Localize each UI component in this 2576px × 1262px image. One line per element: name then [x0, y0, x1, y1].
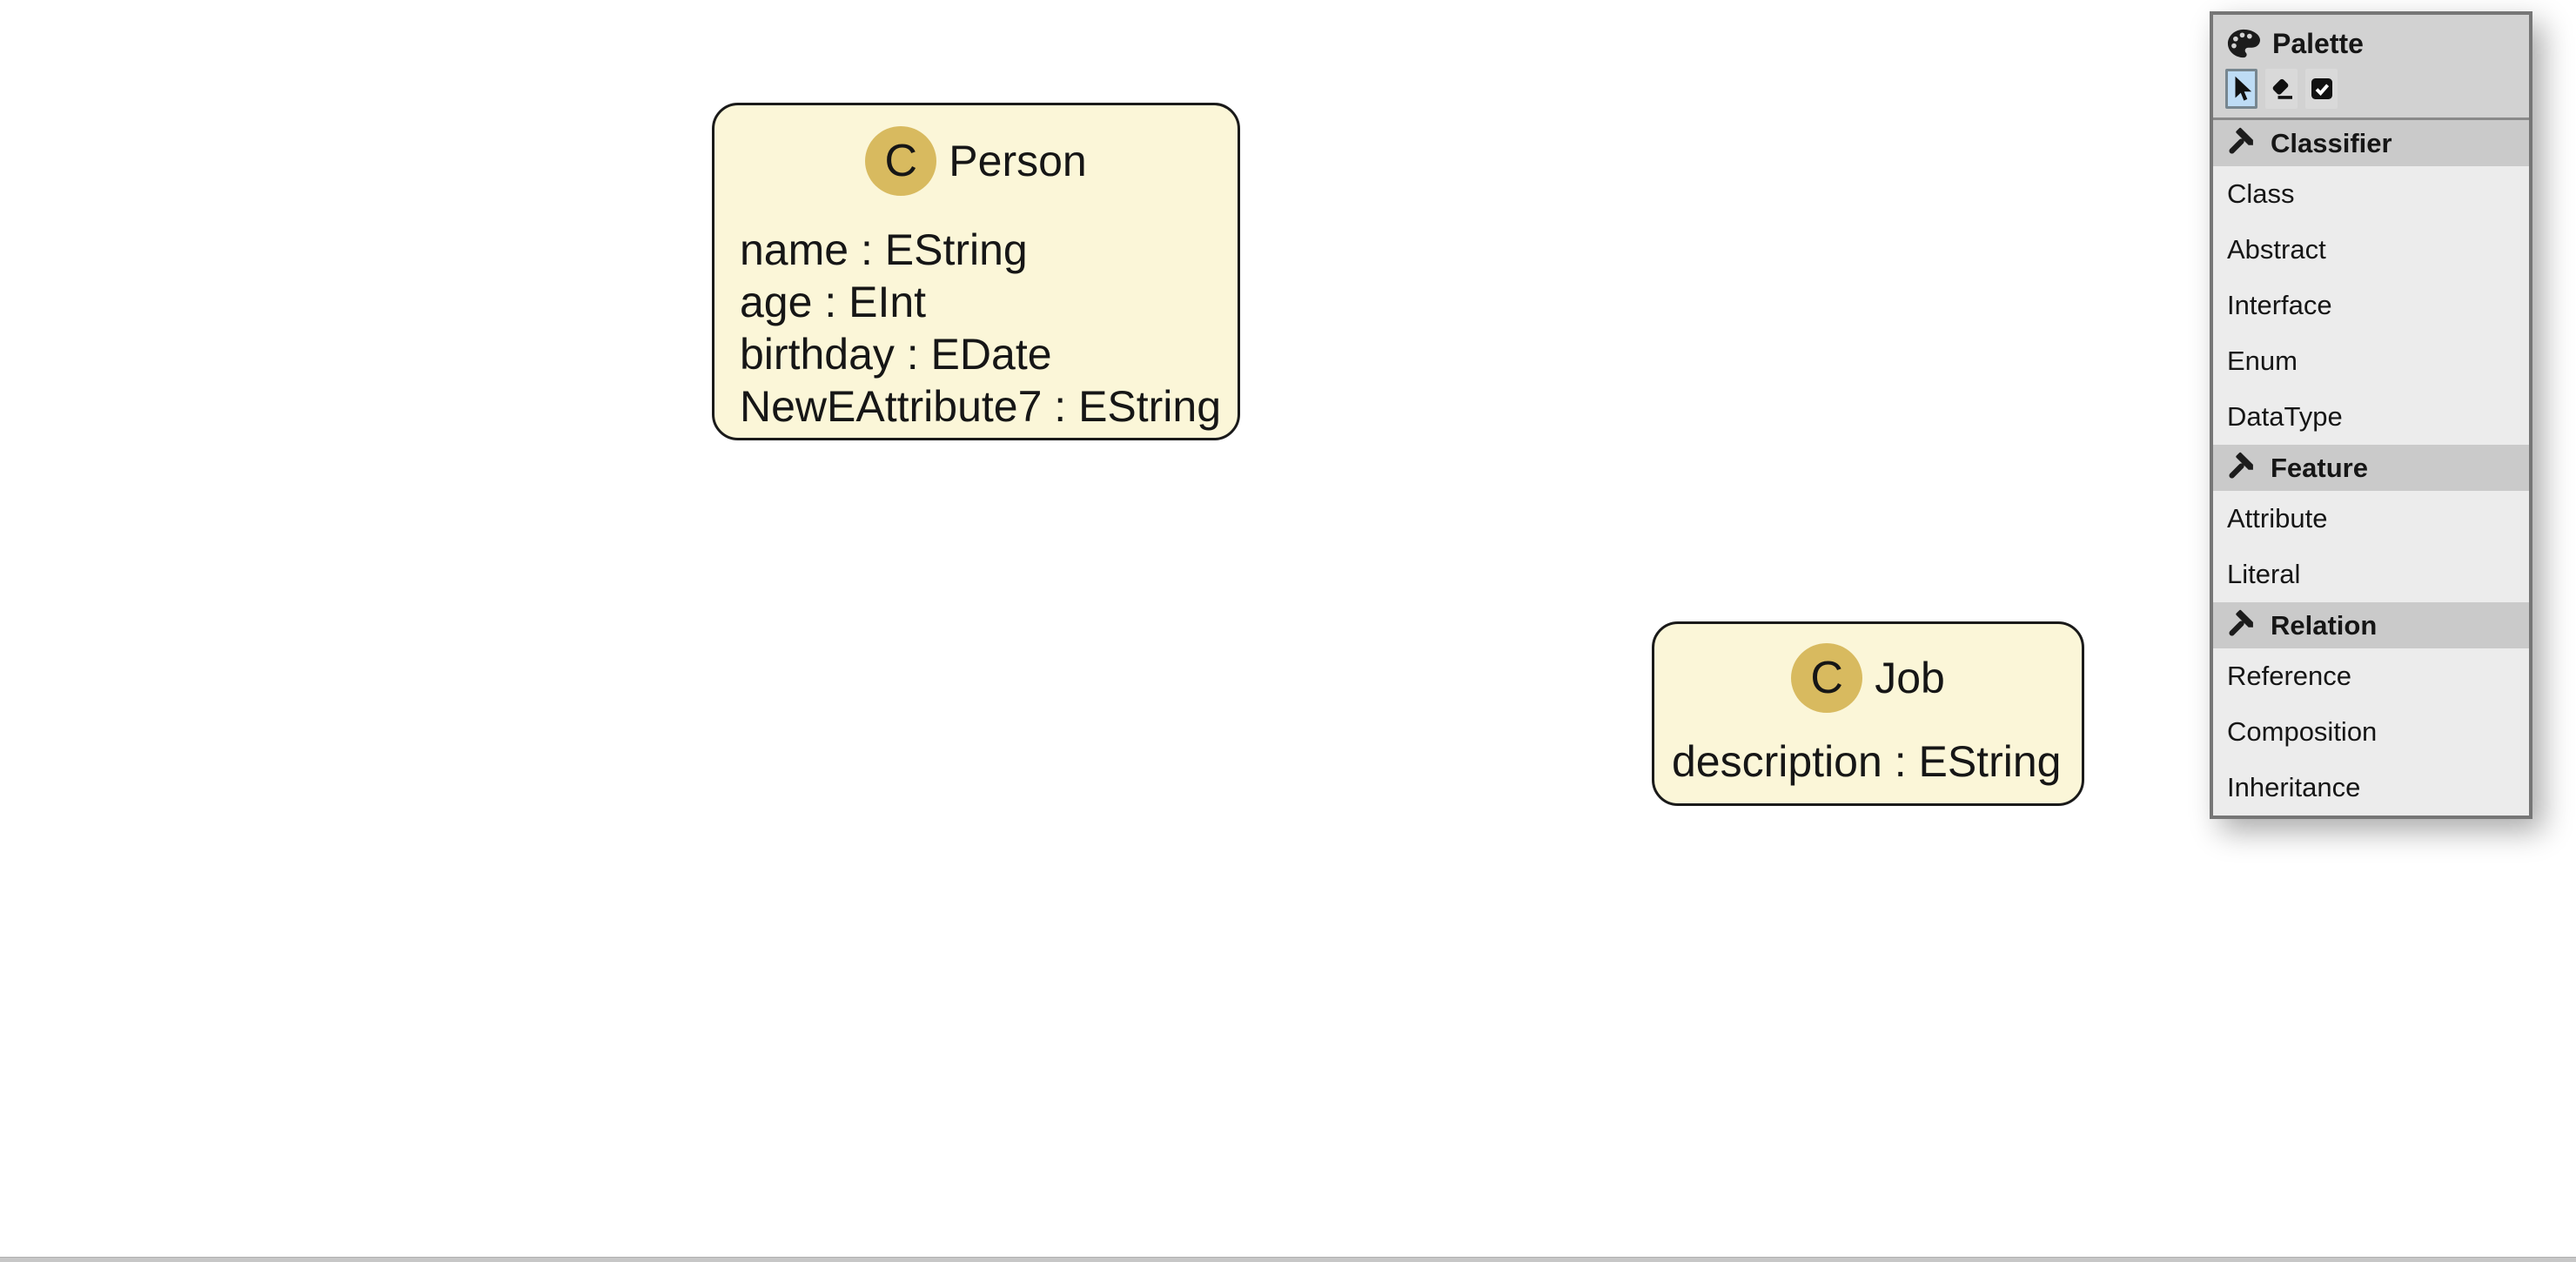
palette-section-label: Classifier — [2271, 127, 2392, 158]
palette-section-label: Feature — [2271, 452, 2368, 483]
hammer-icon — [2222, 608, 2257, 643]
palette-item-abstract[interactable]: Abstract — [2227, 234, 2326, 265]
validate-tool-button[interactable] — [2305, 69, 2338, 109]
checkbox-icon — [2309, 76, 2335, 102]
horizontal-scrollbar[interactable] — [0, 1257, 2576, 1262]
node-title[interactable]: Person — [949, 137, 1087, 185]
palette-item-attribute[interactable]: Attribute — [2227, 503, 2328, 534]
palette-item-datatype[interactable]: DataType — [2227, 401, 2343, 432]
class-node-job[interactable]: C Job description : EString — [1652, 621, 2084, 806]
attribute-row[interactable]: birthday : EDate — [740, 330, 1052, 379]
eraser-tool-button[interactable] — [2265, 69, 2298, 109]
selection-tool-button[interactable] — [2225, 69, 2257, 109]
palette-header: Palette — [2213, 15, 2529, 120]
palette-item-reference[interactable]: Reference — [2227, 661, 2352, 691]
node-title[interactable]: Job — [1875, 654, 1945, 702]
palette-toolbar — [2225, 69, 2520, 109]
hammer-icon — [2222, 451, 2257, 486]
palette-item-class[interactable]: Class — [2227, 178, 2295, 209]
attribute-row[interactable]: name : EString — [740, 225, 1028, 274]
attribute-row[interactable]: description : EString — [1672, 737, 2062, 786]
attribute-row[interactable]: age : EInt — [740, 278, 927, 326]
attribute-row[interactable]: NewEAttribute7 : EString — [740, 382, 1222, 431]
palette-section-classifier[interactable]: Classifier — [2213, 120, 2529, 166]
palette-icon — [2225, 27, 2262, 60]
hammer-icon — [2222, 126, 2257, 161]
palette-item-interface[interactable]: Interface — [2227, 290, 2332, 320]
palette-item-composition[interactable]: Composition — [2227, 716, 2378, 747]
class-node-person[interactable]: C Person name : EString age : EInt birth… — [712, 103, 1240, 440]
palette-title: Palette — [2272, 27, 2364, 59]
palette-item-literal[interactable]: Literal — [2227, 559, 2301, 589]
eraser-icon — [2269, 76, 2295, 102]
class-badge-icon: C — [865, 126, 937, 196]
palette-section-feature[interactable]: Feature — [2213, 445, 2529, 491]
class-badge-icon: C — [1791, 643, 1863, 713]
cursor-icon — [2231, 75, 2252, 103]
node-header: C Person — [714, 126, 1238, 196]
palette-item-inheritance[interactable]: Inheritance — [2227, 772, 2361, 802]
palette-section-label: Relation — [2271, 609, 2378, 641]
attribute-list: description : EString — [1672, 735, 2064, 788]
tool-palette: Palette — [2210, 11, 2532, 819]
palette-item-enum[interactable]: Enum — [2227, 346, 2298, 376]
node-header: C Job — [1654, 643, 2082, 713]
palette-section-relation[interactable]: Relation — [2213, 602, 2529, 648]
attribute-list: name : EString age : EInt birthday : EDa… — [740, 224, 1222, 433]
palette-body: Classifier Class Abstract Interface Enum… — [2213, 120, 2529, 816]
